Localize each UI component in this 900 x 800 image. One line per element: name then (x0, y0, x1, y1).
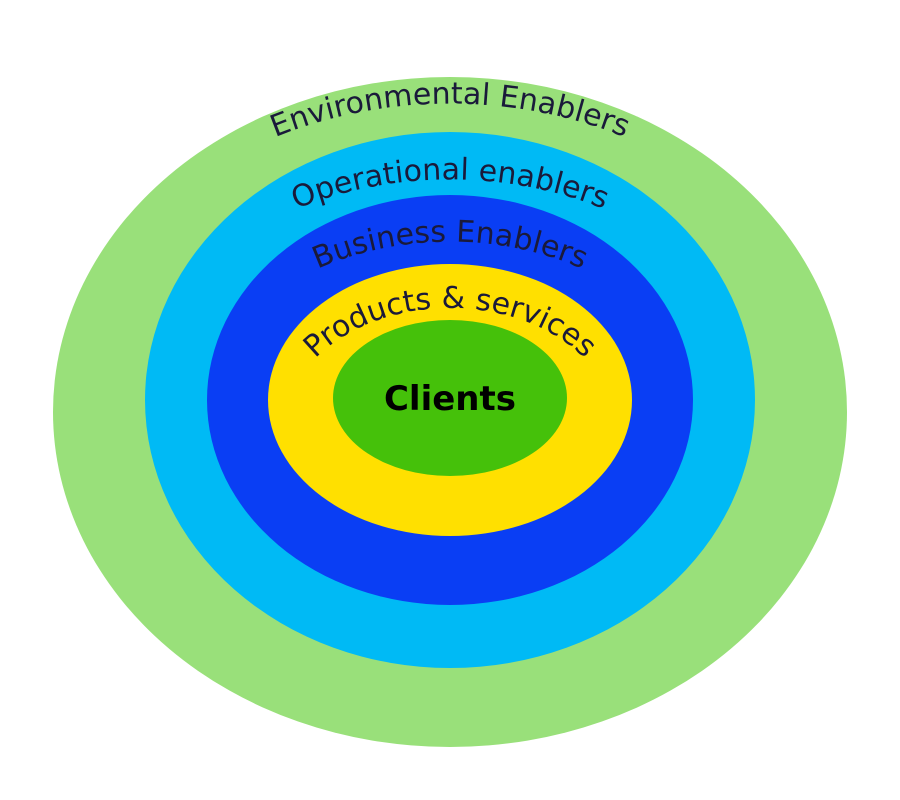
layer-clients (333, 320, 567, 476)
clients-label: Clients (384, 379, 516, 419)
